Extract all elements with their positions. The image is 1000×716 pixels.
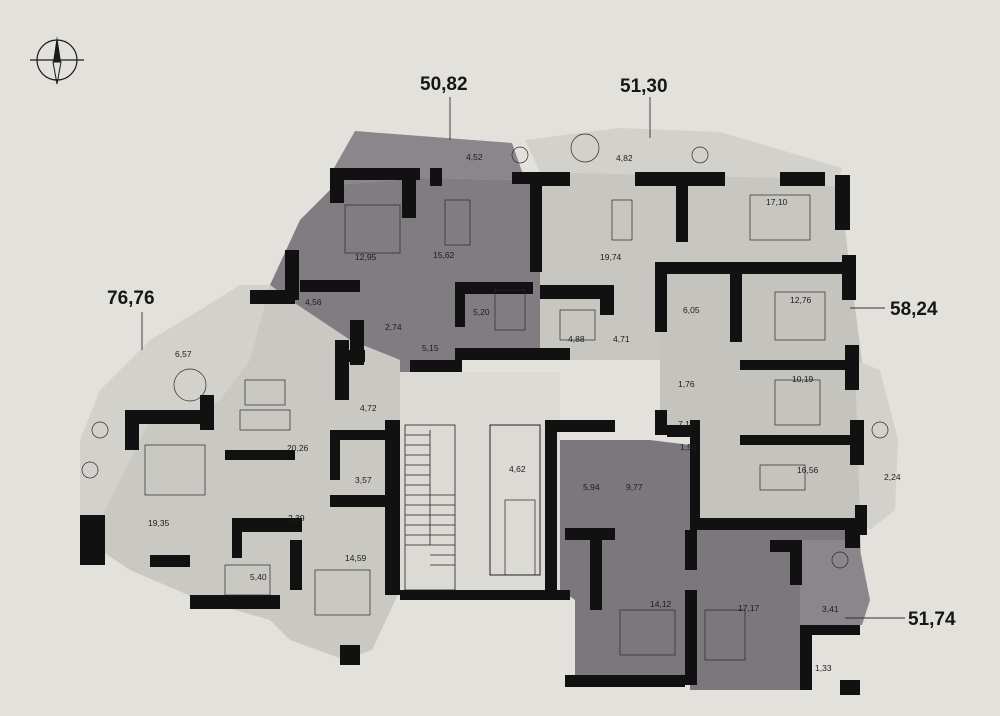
room-area: 4,52: [466, 152, 483, 162]
room-area: 3,41: [822, 604, 839, 614]
balcony-west: [80, 285, 290, 530]
unit-south-area: [560, 440, 862, 690]
balcony-east: [855, 360, 898, 530]
north-arrow-icon: [30, 36, 84, 85]
room-area: 6,05: [683, 305, 700, 315]
room-area: 5,94: [583, 482, 600, 492]
apartment-total-area: 51,74: [908, 609, 956, 630]
room-area: 15,62: [433, 250, 455, 260]
building-core: [400, 372, 560, 597]
balcony-north: [525, 128, 842, 190]
room-area: 5,15: [422, 343, 439, 353]
room-area: 12,76: [790, 295, 812, 305]
room-area: 14,12: [650, 599, 672, 609]
room-area: 4,82: [616, 153, 633, 163]
room-labels: 4,52 12,95 15,62 4,56 2,74 5,20 5,15 4,8…: [148, 152, 901, 673]
room-area: 7,12: [678, 419, 695, 429]
apartment-total-area: 51,30: [620, 76, 668, 97]
apartment-total-area: 76,76: [107, 288, 155, 309]
room-area: 14,59: [345, 553, 367, 563]
furniture-outlines: [81, 133, 889, 661]
room-area: 3,57: [355, 475, 372, 485]
room-area: 4,56: [305, 297, 322, 307]
room-area: 5,40: [250, 572, 267, 582]
balcony-south: [800, 540, 870, 625]
apartment-total-area: 58,24: [890, 299, 938, 320]
staircase: [404, 424, 456, 591]
room-area: 17,17: [738, 603, 760, 613]
room-area: 2,74: [385, 322, 402, 332]
core-area: [400, 372, 560, 597]
room-area: 19,35: [148, 518, 170, 528]
room-area: 4,71: [613, 334, 630, 344]
room-area: 16,56: [797, 465, 819, 475]
apartment-totals: 76,76 50,82 51,30 58,24 51,74: [107, 74, 956, 630]
room-area: 12,95: [355, 252, 377, 262]
room-area: 1,33: [815, 663, 832, 673]
unit-north-west-area: [270, 178, 540, 372]
room-area: 10,19: [792, 374, 814, 384]
apartment-south: [560, 440, 870, 690]
room-area: 4,72: [360, 403, 377, 413]
room-area: 17,10: [766, 197, 788, 207]
room-area: 20,26: [287, 443, 309, 453]
apartment-east: [660, 270, 898, 530]
room-area: 1,56: [680, 442, 697, 452]
room-area: 2,39: [288, 513, 305, 523]
elevator-cabin: [504, 499, 536, 576]
walls: [80, 168, 867, 695]
apartment-total-area: 50,82: [420, 74, 468, 95]
room-area: 19,74: [600, 252, 622, 262]
room-area: 9,77: [626, 482, 643, 492]
unit-east-area: [660, 270, 862, 520]
room-area: 2,24: [884, 472, 901, 482]
room-area: 4,62: [509, 464, 526, 474]
room-area: 1,76: [678, 379, 695, 389]
room-area: 5,20: [473, 307, 490, 317]
room-area: 6,57: [175, 349, 192, 359]
room-area: 4,88: [568, 334, 585, 344]
